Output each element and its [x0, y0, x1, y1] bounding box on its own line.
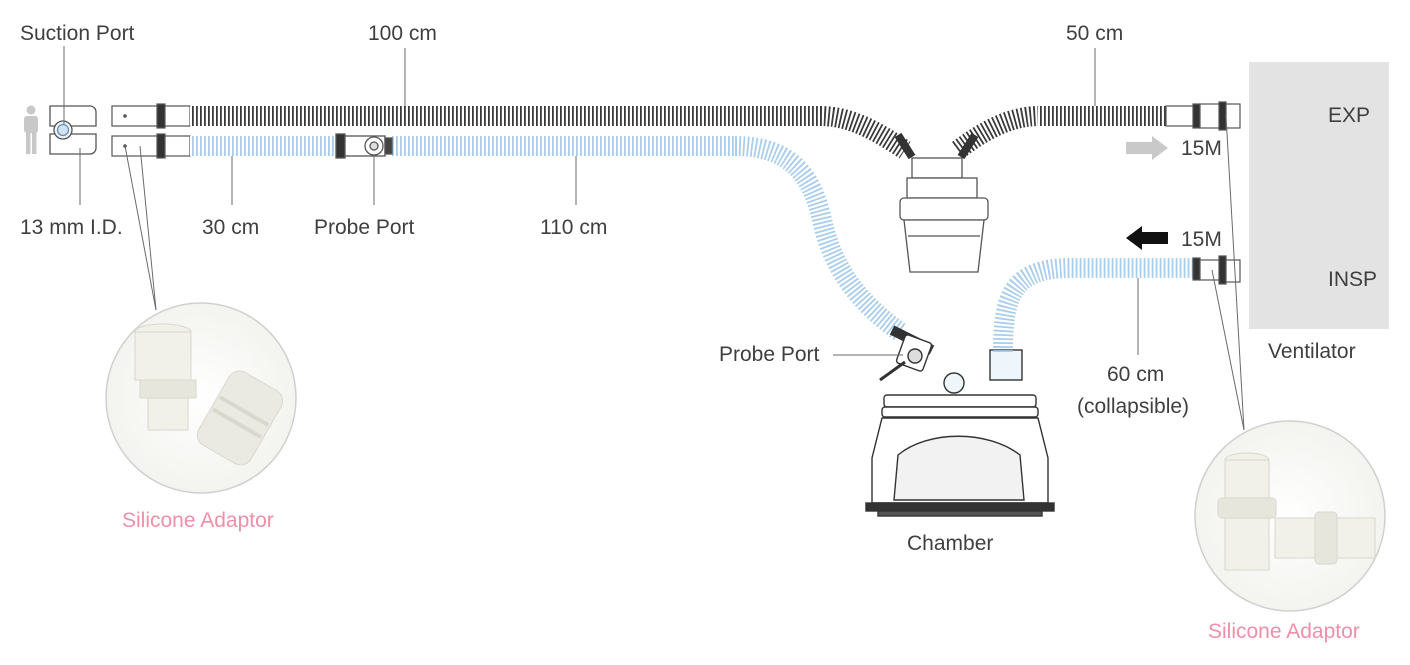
length-110cm-label: 110 cm [540, 216, 608, 239]
leader-lines [63, 46, 1245, 431]
patient-y-piece [49, 105, 97, 155]
chamber-label: Chamber [907, 532, 994, 555]
length-30cm-label: 30 cm [202, 216, 260, 239]
exp-connector [1165, 101, 1241, 131]
insp-label: INSP [1328, 268, 1378, 291]
probe-port-left-label: Probe Port [314, 216, 415, 239]
patient-icon [24, 105, 38, 154]
probe-port-fitting-left [335, 133, 393, 159]
flow-15m-bottom-label: 15M [1181, 228, 1222, 251]
length-50cm-label: 50 cm [1066, 22, 1124, 45]
inspiratory-tube [190, 136, 906, 341]
insp-flow-arrow [1126, 226, 1168, 250]
insp-connector [1192, 255, 1241, 285]
ventilator-panel [1249, 62, 1389, 329]
silicone-adaptor-right-label: Silicone Adaptor [1208, 620, 1360, 643]
water-trap [894, 132, 989, 273]
silicone-adaptor-detail-right [1194, 420, 1386, 612]
ventilator-label: Ventilator [1268, 340, 1356, 363]
exp-label: EXP [1328, 104, 1371, 127]
length-60cm-label: 60 cm [1107, 363, 1165, 386]
silicone-adaptor-detail-left [105, 302, 297, 494]
probe-port-chamber-label: Probe Port [719, 343, 820, 366]
adaptor-connectors-left [111, 103, 191, 159]
collapsible-tube [993, 258, 1195, 353]
silicone-adaptor-left-label: Silicone Adaptor [122, 509, 274, 532]
suction-port-label: Suction Port [20, 22, 135, 45]
exp-flow-arrow [1126, 136, 1168, 160]
length-100cm-label: 100 cm [368, 22, 437, 45]
collapsible-label: (collapsible) [1077, 395, 1190, 418]
humidifier-chamber [865, 325, 1055, 517]
flow-15m-top-label: 15M [1181, 137, 1222, 160]
inner-diameter-label: 13 mm I.D. [20, 216, 123, 239]
